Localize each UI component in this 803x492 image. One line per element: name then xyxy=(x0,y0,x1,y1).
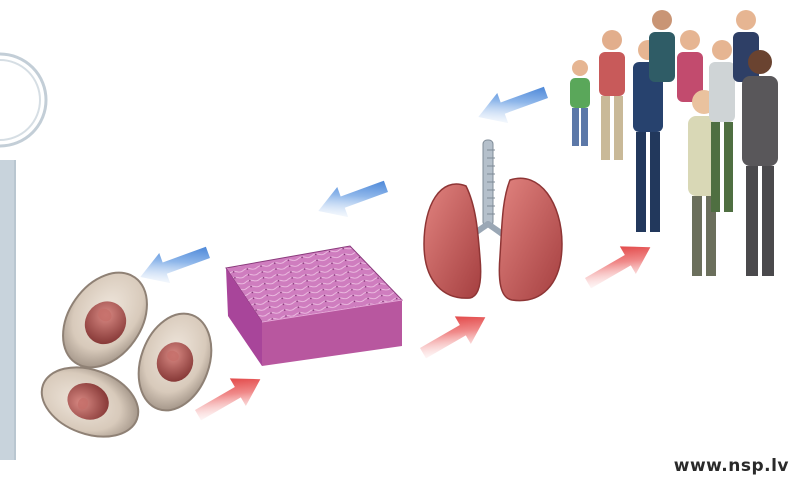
person xyxy=(570,60,590,146)
person xyxy=(742,50,778,276)
lungs xyxy=(424,140,562,301)
watermark: www.nsp.lv xyxy=(674,456,789,476)
blue-arrow-icon xyxy=(135,237,214,292)
person xyxy=(709,40,735,212)
cells-group xyxy=(32,257,224,449)
people-group xyxy=(570,10,778,276)
blue-arrow-icon xyxy=(473,77,552,132)
red-arrow-icon xyxy=(415,303,493,367)
person xyxy=(649,10,675,82)
tissue-block xyxy=(226,246,402,366)
person xyxy=(599,30,625,160)
cell xyxy=(32,355,148,449)
blue-arrow-icon xyxy=(313,171,392,226)
red-arrow-icon xyxy=(580,233,658,297)
